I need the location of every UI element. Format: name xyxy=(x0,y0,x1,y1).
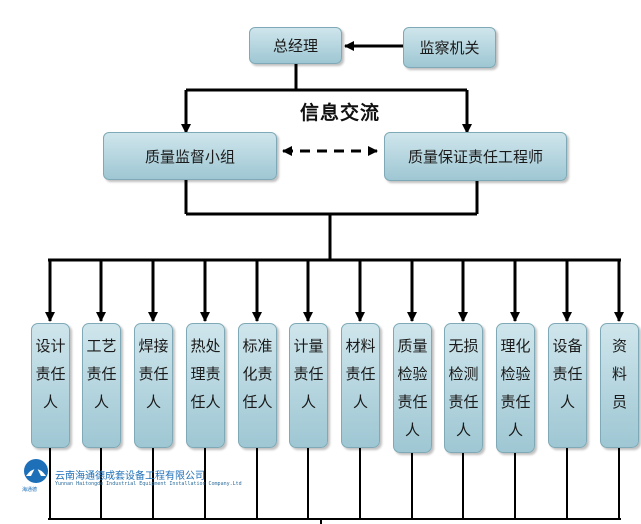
supervision-authority-label: 监察机关 xyxy=(419,39,480,57)
company-logo-icon xyxy=(24,459,48,483)
responsible-person-box-1: 设计 责任 人 xyxy=(31,323,70,448)
responsible-person-label: 资 料 员 xyxy=(611,337,627,411)
company-name-en: Yunnan Haitongde Industrial Equipment In… xyxy=(55,481,242,487)
responsible-person-box-10: 理化 检验 责任 人 xyxy=(496,323,535,453)
responsible-person-label: 无损 检测 责任 人 xyxy=(448,337,479,439)
responsible-person-label: 焊接 责任 人 xyxy=(138,337,169,411)
quality-assurance-engineer-label: 质量保证责任工程师 xyxy=(407,148,543,166)
quality-assurance-engineer-box: 质量保证责任工程师 xyxy=(384,132,567,181)
responsible-person-box-12: 资 料 员 xyxy=(600,323,639,448)
general-manager-box: 总经理 xyxy=(249,27,342,64)
responsible-person-box-6: 计量 责任 人 xyxy=(289,323,328,448)
logo-caption: 海通德 xyxy=(22,487,38,493)
info-exchange-label: 信息交流 xyxy=(300,102,381,124)
responsible-person-label: 理化 检验 责任 人 xyxy=(500,337,531,439)
responsible-person-box-3: 焊接 责任 人 xyxy=(134,323,173,448)
responsible-person-label: 材料 责任 人 xyxy=(345,337,376,411)
responsible-person-label: 设备 责任 人 xyxy=(552,337,583,411)
responsible-person-label: 工艺 责任 人 xyxy=(86,337,117,411)
responsible-person-box-8: 质量 检验 责任 人 xyxy=(393,323,432,453)
responsible-person-label: 热处 理责 任人 xyxy=(190,337,221,411)
responsible-person-label: 设计 责任 人 xyxy=(35,337,66,411)
responsible-person-box-11: 设备 责任 人 xyxy=(548,323,587,448)
responsible-person-box-2: 工艺 责任 人 xyxy=(82,323,121,448)
responsible-person-box-7: 材料 责任 人 xyxy=(341,323,380,448)
quality-supervision-group-box: 质量监督小组 xyxy=(103,132,277,180)
quality-supervision-group-label: 质量监督小组 xyxy=(144,147,235,166)
company-name-cn: 云南海通德成套设备工程有限公司 xyxy=(55,471,205,482)
responsible-person-label: 质量 检验 责任 人 xyxy=(397,337,428,439)
responsible-person-label: 标准 化责 任人 xyxy=(242,337,273,411)
responsible-person-box-4: 热处 理责 任人 xyxy=(186,323,225,448)
responsible-person-box-5: 标准 化责 任人 xyxy=(238,323,277,448)
general-manager-label: 总经理 xyxy=(272,37,318,55)
responsible-person-box-9: 无损 检测 责任 人 xyxy=(444,323,483,453)
supervision-authority-box: 监察机关 xyxy=(403,27,496,68)
responsible-person-label: 计量 责任 人 xyxy=(293,337,324,411)
